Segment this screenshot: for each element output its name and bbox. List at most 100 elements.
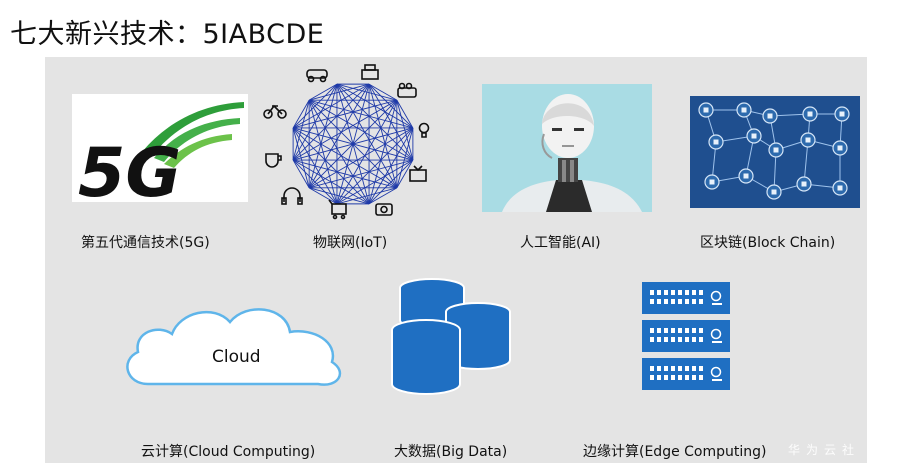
- server-slot: [657, 375, 661, 380]
- database-icon: [391, 278, 511, 395]
- block-node-glyph: [771, 189, 777, 195]
- server-slot: [685, 299, 689, 304]
- server-slot: [678, 328, 682, 333]
- mesh-line: [368, 83, 398, 101]
- server-slot: [671, 337, 675, 342]
- mesh-line: [368, 187, 398, 205]
- edge-tile: [640, 282, 732, 396]
- server-unit: [642, 282, 730, 314]
- mesh-line: [308, 187, 338, 205]
- mesh-line: [308, 83, 338, 188]
- mesh-line: [308, 83, 338, 101]
- server-slot: [657, 337, 661, 342]
- server-slot: [657, 290, 661, 295]
- block-node-glyph: [741, 107, 747, 113]
- projector-icon: [397, 82, 417, 98]
- headphones-icon: [281, 187, 303, 205]
- block-node-glyph: [751, 133, 757, 139]
- server-slot: [692, 299, 696, 304]
- mesh-line: [308, 127, 414, 189]
- car-icon: [306, 69, 328, 83]
- server-slot: [650, 328, 654, 333]
- mesh-line: [308, 100, 338, 205]
- server-slot: [685, 366, 689, 371]
- block-node-glyph: [839, 111, 845, 117]
- mesh-line: [336, 99, 398, 205]
- mesh-line: [292, 127, 398, 189]
- server-slot: [671, 299, 675, 304]
- caption-cloud: 云计算(Cloud Computing): [141, 444, 316, 460]
- server-slot: [685, 375, 689, 380]
- block-node-glyph: [801, 181, 807, 187]
- mesh-line: [396, 99, 414, 129]
- server-slot: [664, 375, 668, 380]
- caption-5g: 第五代通信技术(5G): [81, 235, 210, 251]
- mesh-line: [292, 159, 310, 189]
- block-node-glyph: [837, 185, 843, 191]
- server-slot: [699, 290, 703, 295]
- cart-icon: [328, 199, 347, 220]
- server-slot: [657, 299, 661, 304]
- mesh-line: [336, 83, 397, 101]
- server-slot: [650, 299, 654, 304]
- mesh-line: [336, 83, 370, 205]
- server-slot: [699, 299, 703, 304]
- server-unit: [642, 320, 730, 352]
- mesh-line: [308, 99, 414, 161]
- bicycle-icon: [263, 104, 287, 119]
- server-slot: [678, 290, 682, 295]
- server-slot: [650, 337, 654, 342]
- block-node-glyph: [837, 145, 843, 151]
- iot-tile: [258, 62, 448, 222]
- cup-icon: [265, 153, 282, 168]
- 5g-tile: 5G: [72, 94, 248, 213]
- block-node-glyph: [703, 107, 709, 113]
- mesh-line: [309, 99, 414, 129]
- server-slot: [678, 299, 682, 304]
- mesh-line: [292, 159, 338, 205]
- caption-iot: 物联网(IoT): [313, 235, 388, 251]
- server-slot: [657, 366, 661, 371]
- server-slot: [664, 366, 668, 371]
- server-slot: [692, 328, 696, 333]
- server-slot: [650, 366, 654, 371]
- cloud-label: Cloud: [212, 347, 261, 367]
- server-led: [712, 341, 722, 343]
- mesh-line: [309, 187, 370, 205]
- block-node-glyph: [805, 137, 811, 143]
- bigdata-tile: [388, 278, 514, 398]
- server-slot: [664, 299, 668, 304]
- caption-ai: 人工智能(AI): [520, 235, 601, 251]
- block-node-glyph: [773, 147, 779, 153]
- server-slot: [699, 328, 703, 333]
- server-slot: [699, 375, 703, 380]
- caption-edge: 边缘计算(Edge Computing): [583, 444, 767, 460]
- page-title: 七大新兴技术：5IABCDE: [10, 19, 325, 50]
- mesh-line: [292, 83, 338, 129]
- server-slot: [650, 375, 654, 380]
- server-slot: [692, 375, 696, 380]
- mesh-line: [292, 83, 338, 161]
- tv-icon: [409, 165, 427, 182]
- server-slot: [685, 337, 689, 342]
- server-slot: [692, 366, 696, 371]
- bulb-icon: [418, 122, 430, 138]
- server-unit: [642, 358, 730, 390]
- printer-icon: [361, 64, 379, 80]
- mesh-line: [292, 159, 397, 189]
- robot-image: [482, 84, 652, 212]
- mesh-line: [396, 159, 414, 189]
- iot-network-icon: [263, 64, 430, 220]
- server-slot: [671, 375, 675, 380]
- server-slot: [664, 328, 668, 333]
- caption-blockchain: 区块链(Block Chain): [700, 235, 836, 251]
- mesh-line: [292, 127, 310, 188]
- server-slot: [678, 337, 682, 342]
- server-slot: [699, 366, 703, 371]
- watermark: 华为云社: [788, 443, 861, 457]
- mesh-line: [292, 99, 398, 161]
- mesh-line: [292, 99, 310, 129]
- block-node-glyph: [807, 111, 813, 117]
- server-slot: [692, 337, 696, 342]
- server-power-light: [710, 290, 722, 302]
